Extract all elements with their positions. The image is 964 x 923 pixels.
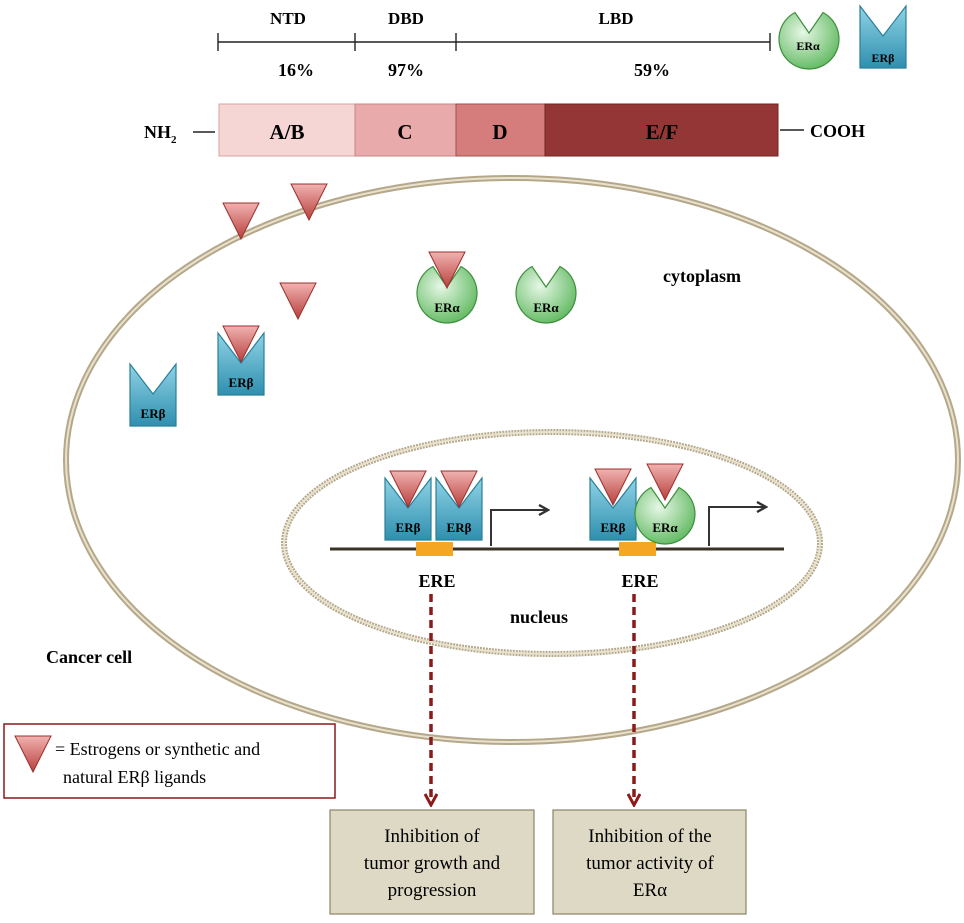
svg-text:ERβ: ERβ bbox=[396, 520, 421, 535]
outcome-right-line2: tumor activity of bbox=[586, 853, 714, 874]
domain-bracket bbox=[217, 33, 771, 51]
outcome-right-line1: Inhibition of the bbox=[588, 826, 711, 847]
er-alpha-free-cytoplasm: ERα bbox=[515, 262, 577, 324]
svg-text:ERα: ERα bbox=[796, 39, 820, 53]
ere-site-left bbox=[416, 542, 453, 556]
er-beta-heterodimer: ERβ bbox=[589, 477, 637, 541]
segment-c-label: C bbox=[397, 120, 412, 144]
ere-site-right bbox=[619, 542, 656, 556]
svg-text:ERα: ERα bbox=[533, 300, 559, 315]
outcome-box-left bbox=[329, 809, 535, 915]
svg-text:ERα: ERα bbox=[652, 520, 678, 535]
cooh-label: COOH bbox=[810, 121, 865, 141]
svg-text:ERβ: ERβ bbox=[447, 520, 472, 535]
transcription-arrow-right bbox=[708, 507, 766, 546]
dbd-percent: 97% bbox=[388, 60, 424, 80]
ntd-label: NTD bbox=[270, 9, 306, 28]
segment-d-label: D bbox=[492, 120, 507, 144]
legend-box bbox=[3, 723, 336, 799]
ntd-percent: 16% bbox=[278, 60, 314, 80]
svg-text:ERβ: ERβ bbox=[229, 375, 254, 390]
er-beta-dimer-2: ERβ bbox=[435, 477, 483, 541]
ere-label-right: ERE bbox=[621, 571, 658, 591]
nucleus-label: nucleus bbox=[510, 607, 568, 627]
nucleus-membrane-highlight bbox=[283, 431, 821, 655]
svg-text:ERβ: ERβ bbox=[601, 520, 626, 535]
segment-ab-label: A/B bbox=[269, 120, 304, 144]
svg-text:ERβ: ERβ bbox=[141, 406, 166, 421]
er-beta-free-cytoplasm: ERβ bbox=[129, 363, 177, 427]
cancer-cell-label: Cancer cell bbox=[46, 647, 132, 667]
segment-ef-label: E/F bbox=[646, 120, 679, 144]
nh2-label: NH2 bbox=[144, 122, 177, 146]
er-beta-dimer-1: ERβ bbox=[384, 477, 432, 541]
transcription-arrow-left bbox=[490, 510, 548, 546]
ligand-free-3 bbox=[279, 282, 317, 320]
cell-membrane bbox=[63, 175, 961, 745]
er-alpha-heterodimer: ERα bbox=[634, 483, 696, 545]
er-alpha-header-icon: ERα bbox=[778, 8, 840, 70]
segment-ab bbox=[218, 103, 356, 157]
ligand-free-1 bbox=[222, 202, 260, 240]
lbd-label: LBD bbox=[599, 9, 634, 28]
ere-label-left: ERE bbox=[418, 571, 455, 591]
svg-text:ERβ: ERβ bbox=[872, 51, 895, 65]
legend-text-line1: = Estrogens or synthetic and bbox=[55, 739, 260, 759]
er-beta-bound-cytoplasm: ERβ bbox=[217, 332, 265, 396]
outcome-left-line2: tumor growth and bbox=[364, 853, 501, 874]
outcome-right-line3: ERα bbox=[633, 880, 667, 901]
svg-text:ERα: ERα bbox=[434, 300, 460, 315]
er-alpha-bound-cytoplasm: ERα bbox=[416, 262, 478, 324]
lbd-percent: 59% bbox=[634, 60, 670, 80]
er-beta-header-icon: ERβ bbox=[859, 5, 907, 69]
legend-text-line2: natural ERβ ligands bbox=[63, 767, 206, 787]
dbd-label: DBD bbox=[388, 9, 424, 28]
segment-ef bbox=[544, 103, 779, 157]
cytoplasm-label: cytoplasm bbox=[663, 266, 741, 286]
outcome-left-line1: Inhibition of bbox=[384, 826, 480, 847]
outcome-box-right bbox=[552, 809, 747, 915]
outcome-left-line3: progression bbox=[388, 880, 477, 901]
cell-membrane-highlight bbox=[65, 177, 959, 743]
